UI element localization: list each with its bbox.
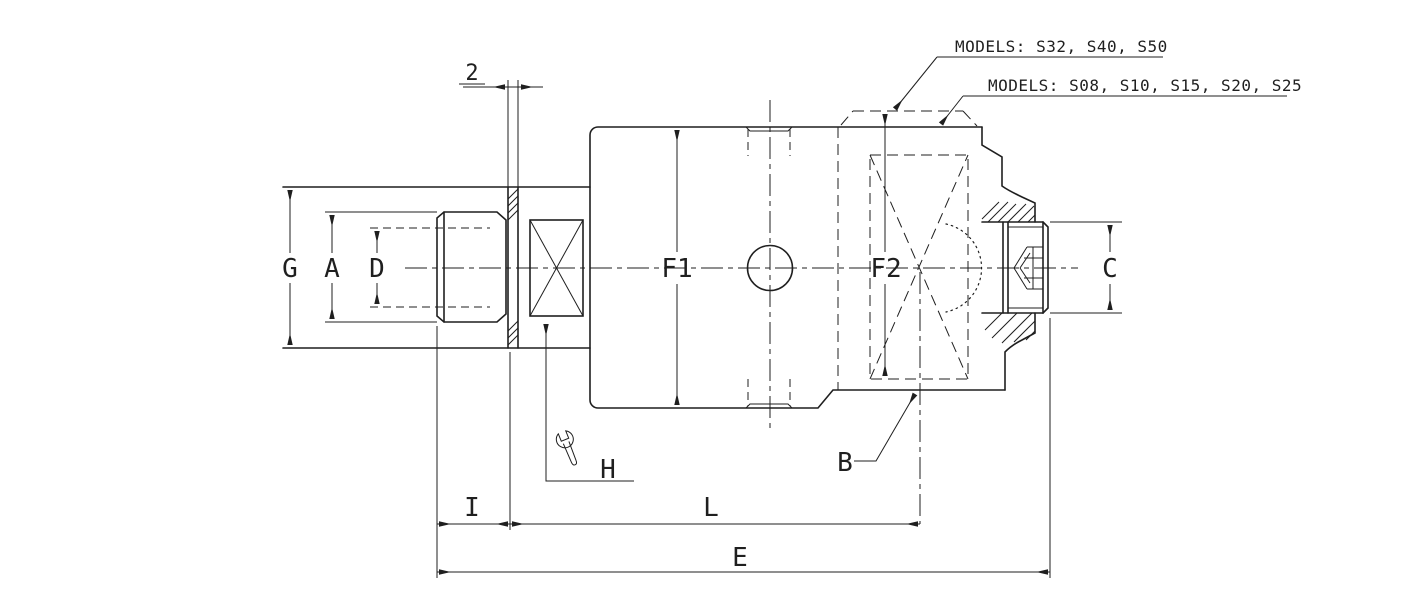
dim-d: D <box>369 231 385 304</box>
dim-label-l: L <box>703 493 719 523</box>
port-boss-hatch-bottom <box>984 312 1036 344</box>
callout-large-models: MODELS: S32, S40, S50 <box>892 37 1168 111</box>
flange-hatch-top <box>507 188 519 221</box>
callout-small-models: MODELS: S08, S10, S15, S20, S25 <box>938 76 1302 126</box>
port-boss-hatch-top <box>981 201 1036 223</box>
dim-label-g: G <box>282 254 298 284</box>
bearing-cross-box <box>529 219 584 317</box>
callout-small-models-text: MODELS: S08, S10, S15, S20, S25 <box>988 76 1302 95</box>
sphere-seat-arc <box>945 223 983 313</box>
phantom-outline-large-models <box>840 110 978 127</box>
dim-l: L <box>510 493 920 527</box>
dim-e: E <box>437 543 1050 575</box>
dim-i: I <box>437 493 510 527</box>
outlet-port <box>981 221 1049 314</box>
dim-label-d: D <box>369 254 385 284</box>
dim-label-a: A <box>324 254 340 284</box>
centerlines <box>405 100 1078 524</box>
leader-b: B <box>837 392 918 478</box>
flange-hatch-bottom <box>507 320 519 346</box>
leader-h: H <box>543 324 634 485</box>
dim-a: A <box>324 211 437 323</box>
dim-label-f2: F2 <box>870 254 901 284</box>
dim-flange-thickness: 2 <box>459 61 543 187</box>
dim-label-h: H <box>600 455 616 485</box>
dim-label-e: E <box>732 543 748 573</box>
flange <box>507 186 519 349</box>
hidden-nipple-box <box>869 154 969 380</box>
dim-g: G <box>282 190 298 345</box>
dim-f1: F1 <box>661 130 693 405</box>
dim-label-i: I <box>464 493 480 523</box>
hex-plug <box>1013 246 1043 290</box>
dimensions: 2 G A D F1 <box>282 61 1122 578</box>
callouts: MODELS: S32, S40, S50 MODELS: S08, S10, … <box>892 37 1302 126</box>
dim-label-f1: F1 <box>661 254 692 284</box>
threaded-shaft <box>370 211 507 323</box>
main-body <box>589 126 1006 409</box>
dim-c: C <box>1050 221 1122 314</box>
cap-housing <box>837 110 1049 391</box>
dim-label-c: C <box>1102 254 1118 284</box>
callout-large-models-text: MODELS: S32, S40, S50 <box>955 37 1168 56</box>
center-port-hole <box>746 244 794 292</box>
wrench-icon <box>555 430 578 466</box>
dim-label-2: 2 <box>465 61 478 86</box>
dim-f2: F2 <box>870 114 902 376</box>
dim-label-b: B <box>837 448 853 478</box>
